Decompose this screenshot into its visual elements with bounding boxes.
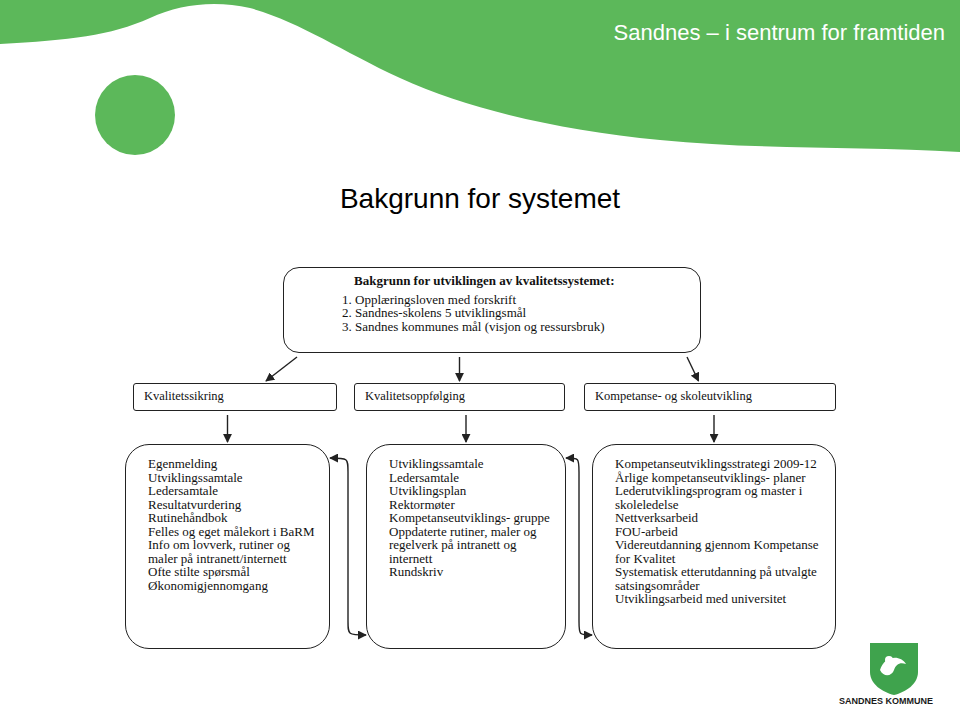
list-item: Systematisk etterutdanning på utvalgte s… <box>615 565 821 592</box>
list-item: 2. Sandnes-skolens 5 utviklingsmål <box>294 306 690 320</box>
list-box: Kompetanseutviklingsstrategi 2009-12Årli… <box>592 444 836 649</box>
list-item: Ledersamtale <box>389 471 551 485</box>
arrow <box>459 357 460 381</box>
list-item: Økonomigjennomgang <box>148 579 315 593</box>
list-item: Nettverksarbeid <box>615 511 821 525</box>
green-dot <box>95 75 175 155</box>
category-box: Kvalitetssikring <box>133 383 337 411</box>
list-item: Rundskriv <box>389 565 551 579</box>
list-item: Felles og eget målekort i BaRM <box>148 525 315 539</box>
arrow <box>465 415 466 442</box>
list-item: Kompetanseutviklings- gruppe <box>389 511 551 525</box>
box-label: Kvalitetssikring <box>144 390 326 404</box>
list-item: Utviklingssamtale <box>148 471 315 485</box>
list-box: EgenmeldingUtviklingssamtaleLedersamtale… <box>125 444 330 649</box>
arrow <box>227 415 228 442</box>
list-item: Resultatvurdering <box>148 498 315 512</box>
slide-title: Bakgrunn for systemet <box>300 183 660 215</box>
arrow <box>266 357 297 381</box>
list-item: 3. Sandnes kommunes mål (visjon og ressu… <box>294 320 690 334</box>
double-arrow <box>566 458 592 635</box>
list-item: Utviklingsplan <box>389 484 551 498</box>
arrow <box>713 415 714 442</box>
list-item: Egenmelding <box>148 457 315 471</box>
logo-text: SANDNES KOMMUNE <box>820 696 952 706</box>
category-box: Kvalitetsoppfølging <box>354 383 565 411</box>
box-label: Kvalitetsoppfølging <box>365 390 554 404</box>
box-label: Kompetanse- og skoleutvikling <box>595 390 825 404</box>
double-arrow <box>330 458 366 635</box>
list-box: UtviklingssamtaleLedersamtaleUtviklingsp… <box>366 444 566 649</box>
list-item: Ledersamtale <box>148 484 315 498</box>
list-item: Videreutdanning gjennom Kompetanse for K… <box>615 538 821 565</box>
list-item: FOU-arbeid <box>615 525 821 539</box>
list-item: Rektormøter <box>389 498 551 512</box>
context-box: Bakgrunn for utviklingen av kvalitetssys… <box>283 267 701 353</box>
list-item: Lederutviklingsprogram og master i skole… <box>615 484 821 511</box>
logo-shield <box>870 643 918 695</box>
box-heading: Bakgrunn for utviklingen av kvalitetssys… <box>294 274 690 288</box>
list-item: 1. Opplæringsloven med forskrift <box>294 293 690 307</box>
list-item: Kompetanseutviklingsstrategi 2009-12 <box>615 457 821 471</box>
list-item: Info om lovverk, rutiner og maler på int… <box>148 538 315 565</box>
arrow <box>687 357 699 381</box>
list-item: Utviklingsarbeid med universitet <box>615 592 821 606</box>
list-item: Oppdaterte rutiner, maler og regelverk p… <box>389 525 551 566</box>
category-box: Kompetanse- og skoleutvikling <box>584 383 836 411</box>
list-item: Rutinehåndbok <box>148 511 315 525</box>
list-item: Ofte stilte spørsmål <box>148 565 315 579</box>
list-item: Årlige kompetanseutviklings- planer <box>615 471 821 485</box>
list-item: Utviklingssamtale <box>389 457 551 471</box>
slogan-text: Sandnes – i sentrum for framtiden <box>560 20 945 46</box>
